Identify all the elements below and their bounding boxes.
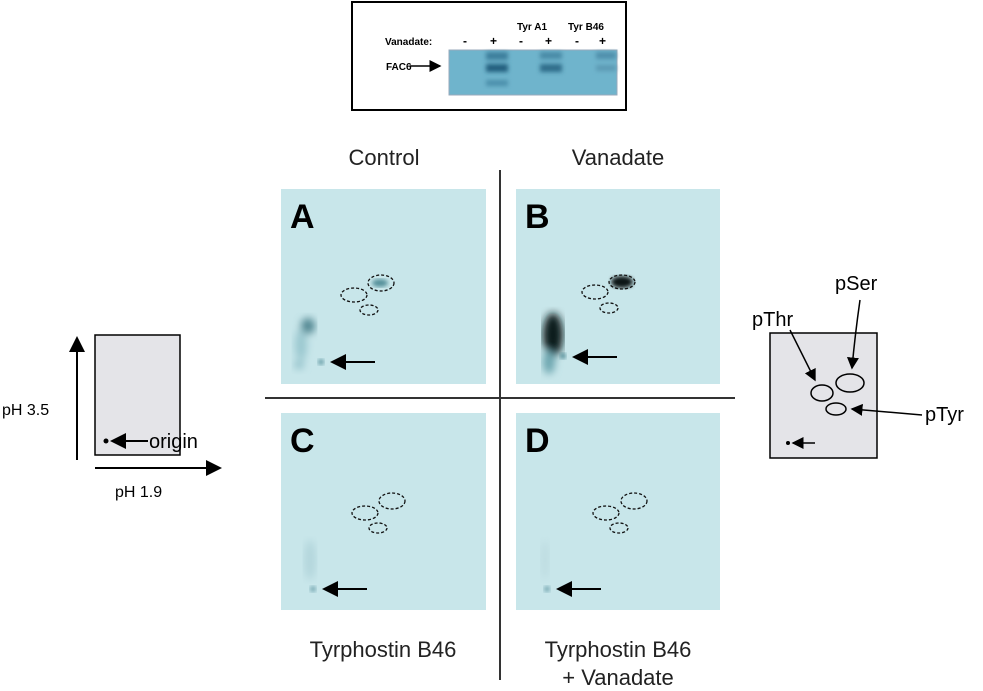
panel-letter-d: D	[525, 422, 550, 460]
lane-2-sign: +	[490, 34, 497, 48]
right-key-schematic: pThr pSer pTyr	[752, 273, 964, 459]
tlc-panel-c: C	[281, 413, 486, 610]
pthr-label: pThr	[752, 309, 793, 331]
fac6-band-label: FAC6	[386, 62, 412, 73]
tlc-panel-d: D	[516, 413, 720, 610]
vanadate-row-label: Vanadate:	[385, 37, 432, 48]
lane-3-sign: -	[519, 34, 523, 48]
caption-panel-c: Tyrphostin B46	[310, 637, 457, 662]
column-title-control: Control	[349, 145, 420, 170]
left-key-schematic: origin pH 3.5 pH 1.9	[2, 334, 222, 501]
origin-label: origin	[149, 431, 198, 453]
tlc-panel-a: A	[281, 189, 486, 384]
blot-image	[448, 49, 618, 96]
y-axis-ph-label: pH 3.5	[2, 402, 49, 419]
lane-5-sign: -	[575, 34, 579, 48]
group-label-tyr-b46: Tyr B46	[568, 22, 604, 33]
caption-panel-d-line2: + Vanadate	[562, 665, 674, 690]
x-axis-ph-label: pH 1.9	[115, 484, 162, 501]
caption-panel-d: Tyrphostin B46	[545, 637, 692, 662]
panel-letter-c: C	[290, 422, 315, 460]
group-label-tyr-a1: Tyr A1	[517, 22, 547, 33]
lane-6-sign: +	[599, 34, 606, 48]
western-blot-inset: Tyr A1 Tyr B46 Vanadate: - + - + - + FAC…	[351, 1, 627, 111]
tlc-panel-b: B	[516, 189, 720, 384]
blot-bands	[486, 52, 616, 86]
ptyr-label: pTyr	[925, 404, 964, 426]
column-title-vanadate: Vanadate	[572, 145, 665, 170]
panel-letter-a: A	[290, 198, 315, 236]
lane-1-sign: -	[463, 34, 467, 48]
lane-4-sign: +	[545, 34, 552, 48]
panel-letter-b: B	[525, 198, 550, 236]
pser-label: pSer	[835, 273, 878, 295]
